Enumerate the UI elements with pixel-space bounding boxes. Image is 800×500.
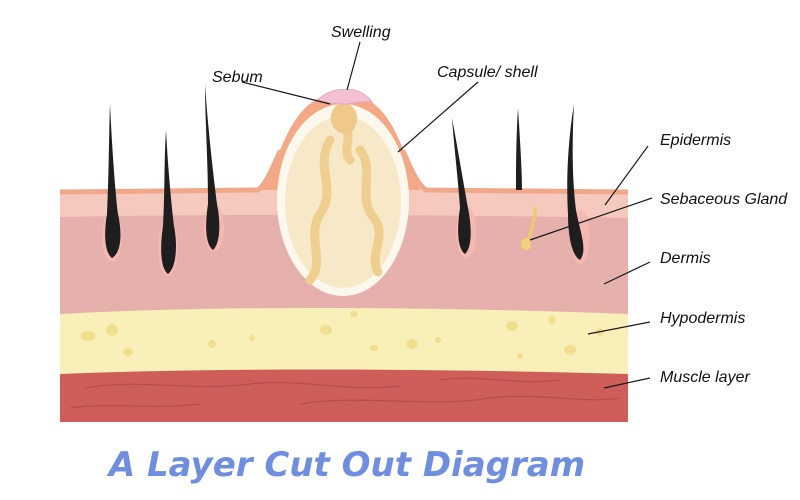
epidermis-leader [604,145,649,206]
epidermis-label: Epidermis [660,132,731,149]
hair-follicles [102,84,590,276]
hair-follicle [452,118,476,258]
hypodermis-label: Hypodermis [660,310,745,327]
muscle-layer-label: Muscle layer [660,369,750,386]
fat-cells [81,311,604,359]
hair-follicle [158,130,178,276]
hair-follicle [102,104,122,262]
muscle-layer-leader [603,377,651,389]
swelling-top [317,89,374,105]
hypodermis-layer [60,306,628,374]
sebaceous-gland-label: Sebaceous Gland [660,191,788,208]
sebum-label: Sebum [212,69,263,86]
sebaceous-gland [521,206,538,250]
labels: Swelling Sebum Capsule/ shell Epidermis … [212,24,788,386]
hair-follicle [204,84,224,252]
sebum-leader [241,81,331,105]
capsule-leader [397,81,479,153]
sebaceous-gland-leader [529,197,653,241]
muscle-layer [60,367,628,422]
cyst-content [285,116,401,288]
dermis-label: Dermis [660,250,711,267]
diagram-caption: A Layer Cut Out Diagram [106,445,585,485]
muscle-fibers [69,377,621,409]
leader-lines [241,41,653,389]
cyst [277,89,409,296]
hair-follicle [516,108,522,190]
dermis-leader [603,261,651,285]
sebum-plug [330,103,358,135]
hypodermis-leader [587,321,651,335]
swelling-label: Swelling [331,24,391,41]
hair-follicle [567,104,590,264]
swelling-leader [346,41,361,91]
capsule-label: Capsule/ shell [437,64,538,81]
epidermis-surface [60,150,628,195]
